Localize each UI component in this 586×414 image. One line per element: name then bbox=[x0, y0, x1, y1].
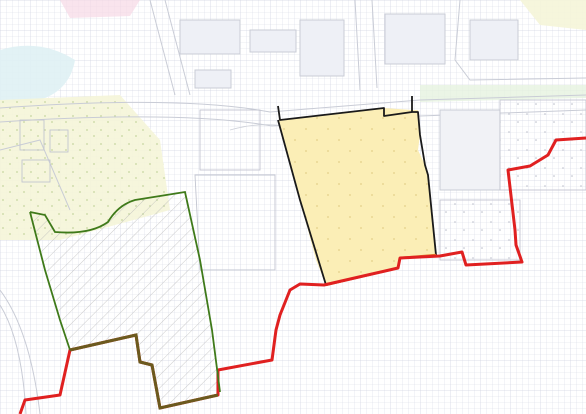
highlighted-site[interactable] bbox=[277, 96, 437, 287]
hatched-parcel-area bbox=[30, 192, 220, 408]
olive-boundary-line bbox=[69, 333, 219, 410]
site-parcel-pattern bbox=[278, 108, 436, 285]
green-parcel-outline[interactable] bbox=[29, 190, 221, 393]
green-parcel-left-edge bbox=[29, 211, 71, 351]
